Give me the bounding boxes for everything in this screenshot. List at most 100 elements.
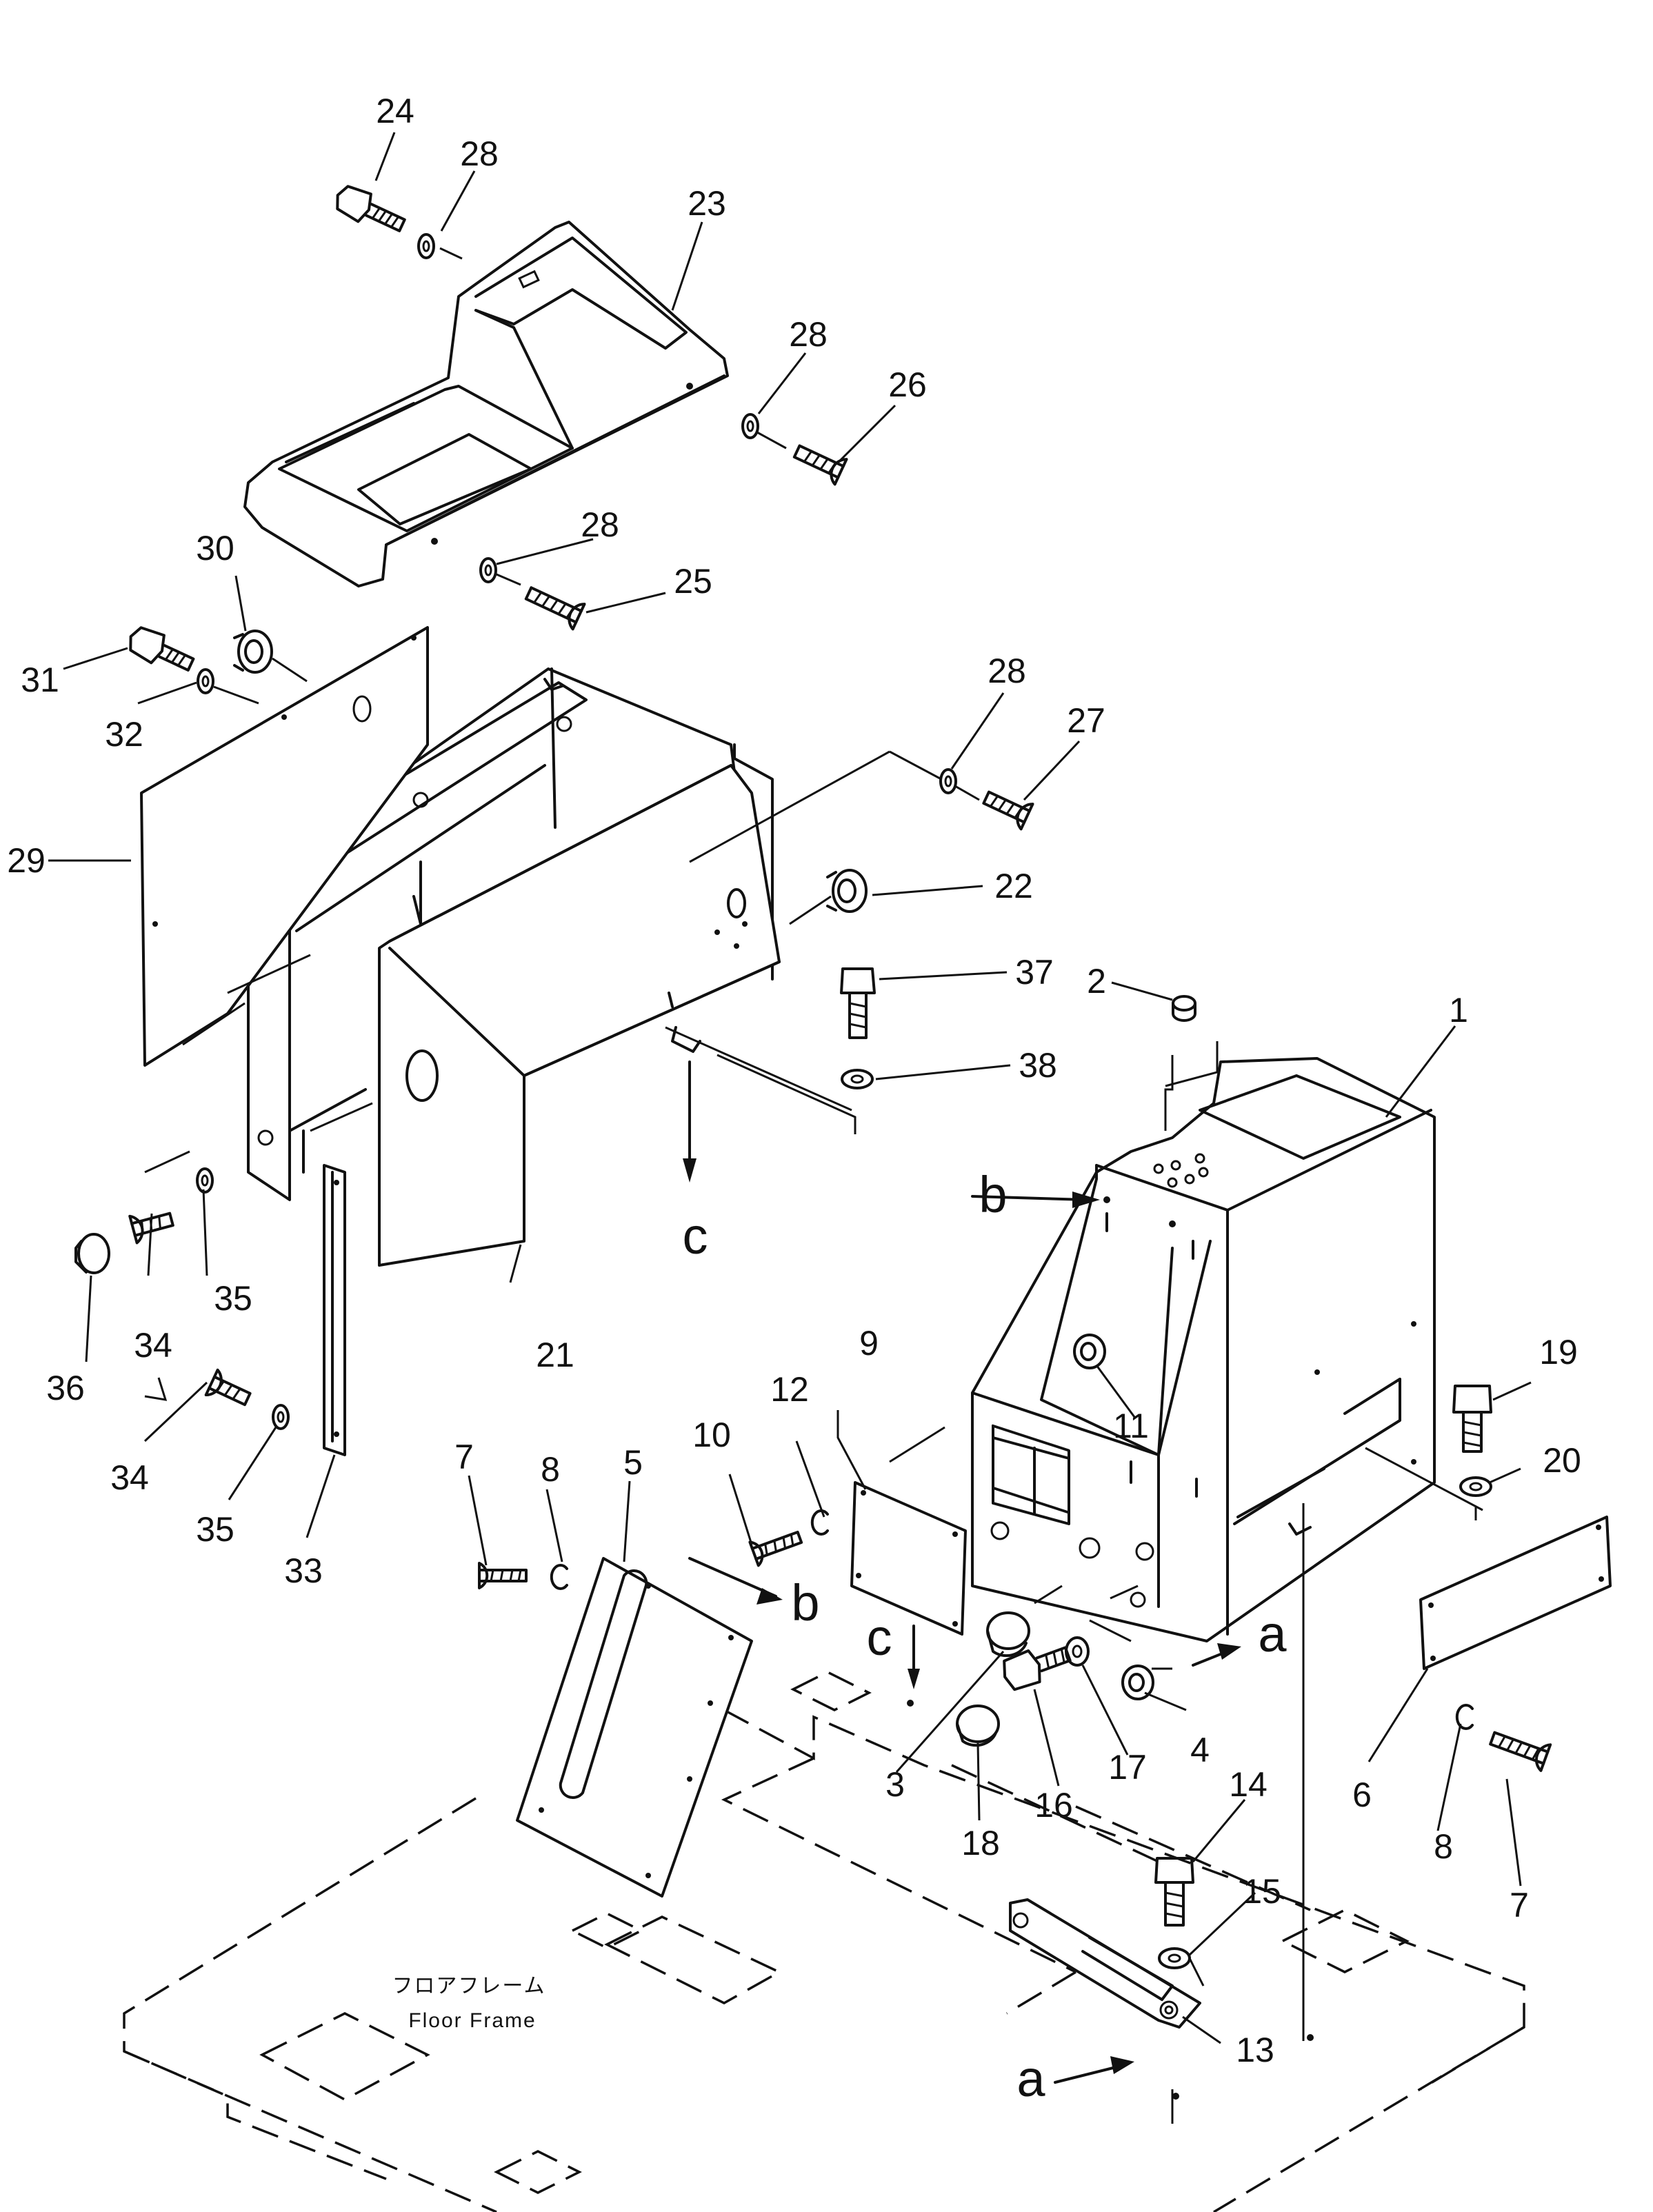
part-label: 16 (1034, 1786, 1073, 1824)
bolt-19 (1452, 1385, 1492, 1453)
part-label: 33 (284, 1551, 323, 1590)
bolt-14 (1154, 1857, 1194, 1927)
grommet-22 (826, 869, 868, 913)
part-label: 26 (888, 365, 927, 404)
screw-26 (792, 444, 848, 486)
part-label: 13 (1236, 2031, 1274, 2069)
part-label: 9 (859, 1324, 879, 1363)
part-label: 19 (1539, 1333, 1578, 1371)
washer-35b (272, 1404, 290, 1430)
part-label: 7 (454, 1438, 474, 1476)
grommet-11 (1073, 1334, 1106, 1369)
console-cover-23 (243, 221, 729, 587)
cap-18 (956, 1705, 1000, 1747)
part-label: 1 (1449, 991, 1468, 1029)
view-label-a: a (1258, 1605, 1287, 1662)
cap-3 (986, 1611, 1030, 1658)
part-label: 14 (1229, 1765, 1268, 1804)
part-label: 8 (1434, 1827, 1453, 1866)
part-label: 34 (134, 1326, 172, 1365)
washer-20 (1459, 1476, 1492, 1497)
part-label: 30 (196, 529, 234, 567)
part-label: 28 (988, 652, 1026, 690)
washer-15 (1158, 1947, 1191, 1969)
screw-25 (524, 586, 586, 631)
part-labels: 24 28 23 28 26 28 25 30 31 32 28 27 29 2… (7, 92, 1581, 2069)
screw-7a (478, 1562, 528, 1589)
leader-lines (48, 132, 1532, 2044)
floor-frame-label-jp: フロアフレーム (392, 1975, 545, 1998)
part-label: 35 (214, 1279, 252, 1318)
bolt-16 (1003, 1646, 1072, 1691)
part-label: 4 (1190, 1731, 1210, 1769)
part-label: 3 (885, 1765, 905, 1804)
part-label: 15 (1243, 1872, 1281, 1911)
lockwasher-8a (550, 1564, 568, 1590)
screw-34a (128, 1211, 174, 1245)
bolt-31 (129, 626, 195, 672)
part-label: 28 (460, 134, 499, 173)
part-label: 38 (1019, 1046, 1057, 1085)
assembly-lines (144, 247, 1483, 2124)
part-label: 21 (536, 1336, 574, 1374)
washer-32 (197, 668, 214, 694)
part-label: 22 (994, 867, 1033, 905)
plate-9 (850, 1481, 967, 1636)
part-label: 28 (581, 505, 619, 544)
part-label: 35 (196, 1510, 234, 1549)
lockwasher-8b (1455, 1704, 1474, 1730)
cap-2 (1172, 995, 1196, 1022)
view-label-b: b (791, 1574, 819, 1631)
console-side-cover-21 (378, 764, 781, 1267)
part-label: 20 (1543, 1441, 1581, 1480)
view-label-c: c (683, 1207, 708, 1265)
part-label: 24 (376, 92, 414, 130)
floor-frame (123, 1671, 1525, 2212)
part-label: 10 (692, 1416, 731, 1454)
bracket-13 (1009, 1898, 1201, 2029)
lockwasher-12 (810, 1509, 829, 1536)
washer-38 (841, 1069, 874, 1089)
part-label: 23 (688, 184, 726, 223)
part-label: 27 (1067, 701, 1105, 740)
part-label: 5 (623, 1443, 643, 1482)
screw-34b (204, 1368, 252, 1407)
part-label: 6 (1352, 1776, 1372, 1814)
part-label: 11 (1113, 1407, 1149, 1445)
washer-28d (939, 768, 957, 794)
cap-36 (74, 1233, 110, 1274)
cover-5 (516, 1557, 753, 1898)
bolt-24 (336, 185, 406, 232)
part-label: 25 (674, 562, 712, 601)
screw-27 (982, 790, 1034, 831)
washer-28c (479, 557, 497, 583)
bolt-37 (840, 967, 876, 1039)
washer-28b (741, 413, 759, 439)
part-label: 7 (1510, 1886, 1529, 1924)
floor-frame-label-en: Floor Frame (408, 2009, 536, 2032)
strip-33 (323, 1164, 346, 1456)
part-label: 2 (1087, 962, 1106, 1001)
screw-7b (1489, 1731, 1552, 1772)
plate-6 (1419, 1516, 1612, 1670)
part-label: 32 (105, 715, 143, 754)
part-label: 8 (541, 1450, 560, 1489)
part-label: 29 (7, 841, 46, 880)
part-label: 37 (1015, 953, 1054, 992)
part-label: 18 (961, 1824, 1000, 1862)
view-label-c: c (867, 1609, 892, 1666)
washer-28a (417, 233, 435, 259)
part-label: 12 (770, 1370, 809, 1409)
washer-35a (196, 1167, 214, 1194)
side-panel-29 (140, 626, 429, 1067)
view-label-a: a (1016, 2050, 1045, 2107)
part-label: 17 (1108, 1748, 1147, 1787)
console-box-1 (971, 1057, 1436, 1642)
grommet-4 (1121, 1665, 1154, 1700)
part-label: 34 (110, 1458, 149, 1497)
part-label: 31 (21, 661, 59, 699)
view-letter-labels: b c b c a a (683, 1166, 1288, 2107)
part-label: 28 (789, 315, 828, 354)
grommet-30 (233, 630, 273, 674)
